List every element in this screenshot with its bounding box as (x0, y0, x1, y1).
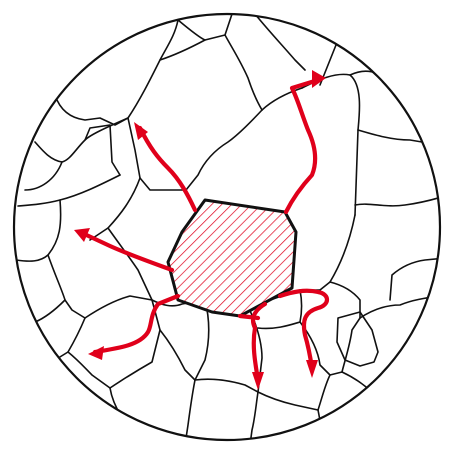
grain-boundary (300, 290, 302, 322)
grain-boundary (195, 379, 258, 392)
grain-boundary (48, 255, 85, 318)
grain-boundary (18, 175, 120, 206)
grain-boundary (16, 200, 61, 261)
crack-path (280, 291, 327, 368)
grain-boundary (160, 330, 195, 380)
arrowhead-icon (306, 360, 318, 378)
grain-boundary (35, 118, 128, 162)
grain-boundary (318, 372, 342, 410)
arrowhead-icon (252, 372, 264, 390)
crack-path (286, 80, 318, 212)
grain-boundary (358, 130, 440, 145)
grain-boundary (320, 215, 355, 290)
arrowhead-icon (88, 346, 104, 360)
crack-path (253, 304, 265, 380)
grain-boundary (225, 35, 262, 110)
grain-boundary (258, 322, 330, 375)
grain-boundary (178, 20, 205, 40)
crack-path (240, 316, 258, 318)
grain-boundary (186, 110, 262, 190)
grain-boundary (68, 352, 110, 388)
grain-boundary (90, 178, 140, 240)
grain-boundary (85, 296, 152, 318)
grain-boundary (342, 318, 360, 372)
grain-boundary (302, 74, 360, 215)
inner-grain (337, 312, 378, 366)
grain-boundary (342, 372, 390, 400)
grain-boundary (258, 392, 318, 410)
grain-boundary (25, 162, 62, 190)
grain-boundary (355, 196, 445, 206)
grain-boundary (38, 360, 55, 388)
grain-boundary (55, 95, 128, 125)
grain-boundary (108, 228, 152, 300)
grain-boundary (35, 300, 65, 322)
arrowhead-icon (312, 70, 326, 88)
grain-boundary (318, 410, 322, 445)
grain-boundary (85, 125, 120, 175)
grain-boundary (195, 300, 209, 380)
grain-boundary (110, 388, 135, 440)
crack-path (140, 128, 195, 210)
crack-path (80, 232, 172, 270)
grain-boundary (255, 14, 305, 70)
hatched-center-grain (168, 200, 296, 316)
